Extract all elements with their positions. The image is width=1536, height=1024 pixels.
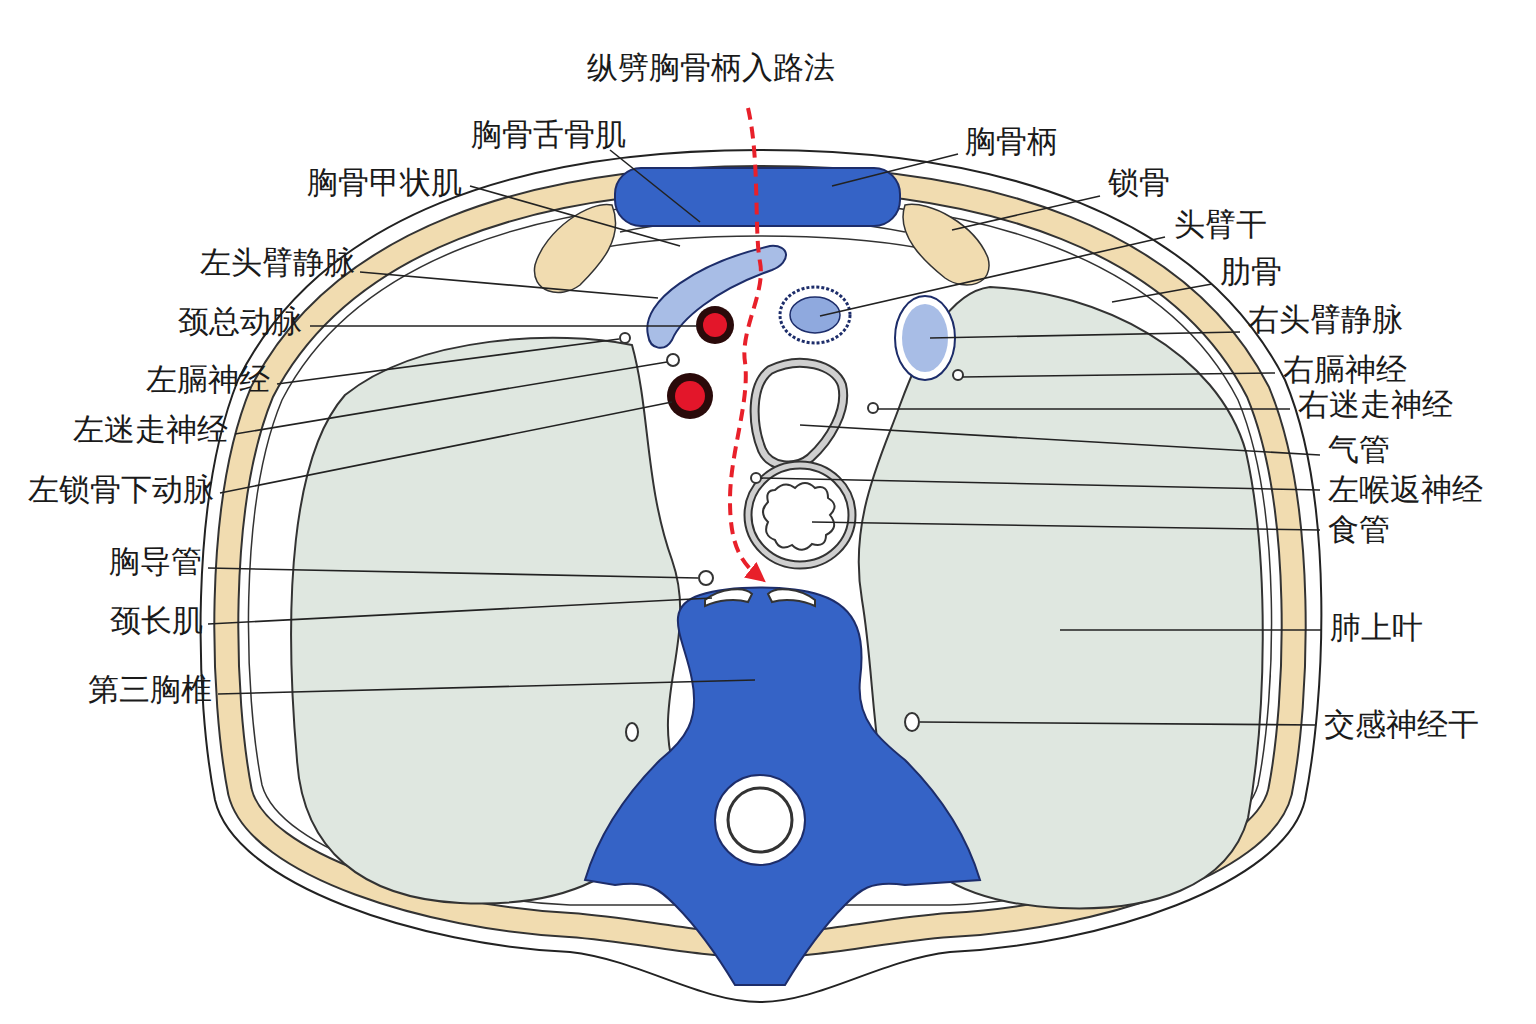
right-phrenic-nerve	[953, 370, 963, 380]
common-carotid-artery	[696, 306, 734, 344]
leader-line	[277, 339, 619, 384]
organ-label: 肺上叶	[1330, 610, 1423, 646]
spinal-canal	[715, 775, 805, 865]
leader-line	[610, 150, 700, 222]
left-brachiocephalic-vein	[647, 246, 786, 348]
vessel-label: 颈总动脉	[178, 304, 302, 340]
left-vagus-nerve	[667, 354, 679, 366]
bone-label: 胸骨柄	[965, 124, 1058, 160]
vessel-label: 左头臂静脉	[200, 245, 355, 281]
left-phrenic-nerve	[620, 333, 630, 343]
leader-line	[952, 196, 1100, 230]
leader-line	[878, 408, 1290, 410]
right-clavicle	[903, 204, 989, 285]
bone-label: 第三胸椎	[88, 672, 212, 708]
spinal-cord	[728, 788, 792, 852]
leader-line	[800, 425, 1320, 455]
leader-line	[235, 362, 667, 434]
left-subclavian-artery	[667, 373, 713, 419]
nerve-label: 左膈神经	[146, 362, 270, 398]
leader-line	[360, 272, 658, 298]
rib-ring	[226, 178, 1293, 945]
body-outline	[201, 150, 1322, 1002]
rib-ring-fill	[226, 178, 1293, 945]
approach-label: 纵劈胸骨柄入路法	[587, 50, 835, 86]
leader-line	[1112, 284, 1212, 302]
left-clavicle	[534, 204, 615, 292]
leader-line	[920, 722, 1316, 725]
longus-colli	[705, 589, 752, 606]
muscle-label: 胸骨舌骨肌	[471, 117, 626, 153]
approach-path	[730, 108, 761, 576]
nerve-label: 右迷走神经	[1298, 387, 1453, 423]
right-vagus-nerve	[868, 403, 878, 413]
leader-line	[812, 522, 1320, 530]
nerve-label: 左喉返神经	[1328, 472, 1483, 508]
left-recurrent-laryngeal-nerve	[751, 473, 761, 483]
trachea	[755, 363, 844, 466]
leader-line	[761, 478, 1320, 490]
leader-line	[220, 402, 672, 493]
leader-line	[208, 598, 712, 624]
vessel-label: 右头臂静脉	[1248, 302, 1403, 338]
nerve-label: 交感神经干	[1324, 707, 1479, 743]
vessel-label: 左锁骨下动脉	[28, 472, 214, 508]
common-carotid-lumen	[703, 313, 727, 337]
brachiocephalic-trunk-lumen	[790, 297, 840, 333]
trachea-ring	[755, 363, 844, 466]
manubrium	[615, 168, 900, 226]
sympathetic-trunk	[905, 713, 919, 731]
duct-label: 胸导管	[109, 544, 202, 580]
bone-label: 肋骨	[1220, 254, 1282, 290]
leader-line	[820, 237, 1165, 316]
leader-line	[962, 373, 1275, 377]
organ-label: 气管	[1328, 432, 1390, 468]
leader-line	[310, 325, 697, 327]
third-thoracic-vertebra	[585, 588, 980, 986]
longus-colli	[768, 589, 815, 606]
bone-label: 锁骨	[1108, 165, 1170, 201]
brachiocephalic-trunk	[780, 287, 850, 343]
organ-label: 食管	[1328, 512, 1390, 548]
leader-line	[208, 568, 698, 578]
left-subclavian-lumen	[675, 381, 705, 411]
esophagus-mucosa	[763, 483, 835, 550]
leader-line	[1060, 629, 1322, 631]
muscle-label: 颈长肌	[110, 603, 203, 639]
sympathetic-trunk	[626, 723, 638, 741]
nerve-label: 右膈神经	[1283, 352, 1407, 388]
leader-lines	[208, 150, 1322, 725]
muscle-label: 胸骨甲状肌	[307, 165, 462, 201]
leader-line	[930, 332, 1240, 338]
leader-line	[218, 680, 755, 694]
vessel-label: 头臂干	[1174, 207, 1267, 243]
thoracic-duct	[699, 571, 713, 585]
leader-line	[832, 154, 958, 186]
leader-line	[470, 186, 680, 246]
nerve-label: 左迷走神经	[73, 412, 228, 448]
